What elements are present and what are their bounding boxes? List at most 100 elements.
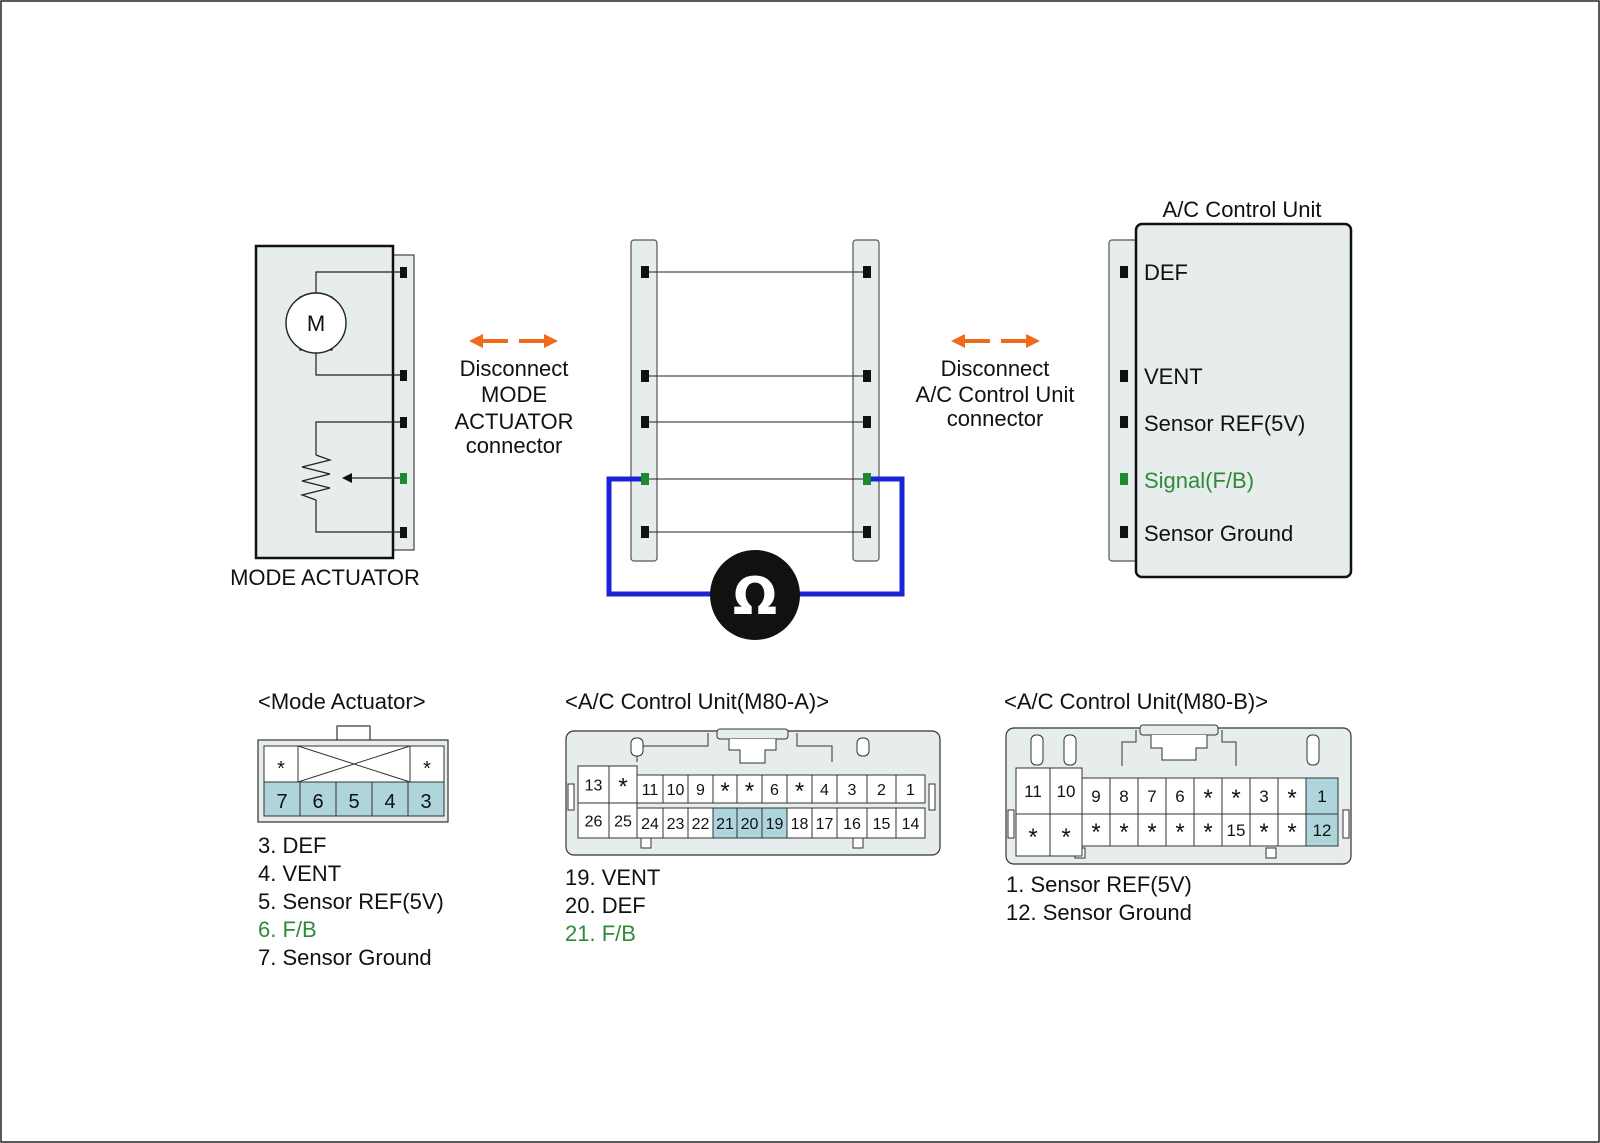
- pin-label: *: [745, 778, 754, 805]
- legend-item: 21. F/B: [565, 921, 636, 946]
- legend-item: 6. F/B: [258, 917, 317, 942]
- pin-cell: [895, 774, 926, 804]
- ac-control-unit-title: A/C Control Unit: [1163, 197, 1322, 222]
- pin-label: *: [1287, 819, 1296, 846]
- pin-cell: [1193, 813, 1223, 847]
- pin-label: 3: [1259, 787, 1268, 806]
- pin-label: *: [1287, 785, 1296, 812]
- m80b-legend: 1. Sensor REF(5V) 12. Sensor Ground: [1006, 871, 1192, 927]
- pin-label: 24: [641, 816, 659, 833]
- legend-item: 3. DEF: [258, 833, 327, 858]
- pin-label: *: [1061, 824, 1070, 851]
- pin-label: 17: [816, 816, 834, 833]
- ohm-symbol: Ω: [733, 567, 777, 627]
- legend-item: 12. Sensor Ground: [1006, 900, 1192, 925]
- pin-cell: [636, 807, 664, 839]
- motor-symbol: M: [285, 271, 400, 376]
- pin-label: 15: [873, 816, 891, 833]
- disconnect-arrows-right: [951, 334, 1040, 348]
- pin-cell: [1165, 813, 1195, 847]
- pin-cell: [895, 807, 926, 839]
- pin-label: 12: [1313, 821, 1332, 840]
- pin-top-4: *: [423, 758, 431, 780]
- ohmmeter: Ω: [606, 476, 905, 640]
- pin-cell: [1193, 777, 1223, 815]
- pin-label: 3: [848, 782, 857, 799]
- pin-cell: [1049, 767, 1083, 815]
- m80b-connector-title: <A/C Control Unit(M80-B)>: [1004, 689, 1268, 714]
- ac-control-unit: A/C Control Unit DEF VENT Sensor REF(5V)…: [1108, 197, 1353, 579]
- pin-4: 4: [384, 791, 395, 813]
- disconnect-left-line-3: ACTUATOR: [455, 409, 574, 434]
- pin-label: 20: [741, 816, 759, 833]
- pin-cell: [736, 774, 763, 804]
- pin-label: *: [1119, 819, 1128, 846]
- disconnect-left-line-1: Disconnect: [460, 356, 569, 381]
- legend-item: 19. VENT: [565, 865, 661, 890]
- pin-cell: [811, 774, 838, 804]
- pin-cell: [608, 765, 638, 804]
- pin-label: *: [1259, 819, 1268, 846]
- pin-cell: [1221, 813, 1251, 847]
- pin-cell: [1249, 777, 1279, 815]
- pin-label: *: [1203, 785, 1212, 812]
- pin-cell: [1305, 777, 1339, 815]
- pin-top-0: *: [277, 758, 285, 780]
- pin-label: 14: [902, 816, 920, 833]
- mode-actuator: M MODE ACTUATOR: [230, 244, 420, 590]
- pin-label: 1: [1317, 787, 1326, 806]
- pin-cell: [608, 802, 638, 839]
- pin-cell: [1109, 813, 1139, 847]
- pin-cell: [1221, 777, 1251, 815]
- m80a-connector-title: <A/C Control Unit(M80-A)>: [565, 689, 829, 714]
- m80a-legend: 19. VENT 20. DEF 21. F/B: [565, 864, 660, 948]
- motor-label: M: [307, 311, 325, 336]
- pin-label: 13: [585, 778, 603, 795]
- pin-cell: [662, 774, 689, 804]
- terminal-def-label: DEF: [1144, 260, 1188, 285]
- legend-item: 4. VENT: [258, 861, 342, 886]
- pin-3: 3: [420, 791, 431, 813]
- pin-cell: [577, 802, 610, 839]
- pin-label: *: [1175, 819, 1184, 846]
- pin-label: 10: [1057, 782, 1076, 801]
- pin-cell: [1109, 777, 1139, 815]
- pin-cell: [866, 774, 897, 804]
- pin-label: 22: [692, 816, 710, 833]
- legend-item: 20. DEF: [565, 893, 646, 918]
- pin-label: 4: [820, 782, 829, 799]
- pin-5: 5: [348, 791, 359, 813]
- pin-cell: [761, 774, 788, 804]
- disconnect-left-line-2: MODE: [481, 382, 547, 407]
- terminal-signal-label: Signal(F/B): [1144, 468, 1254, 493]
- pin-label: 21: [716, 816, 734, 833]
- pin-cell: [1165, 777, 1195, 815]
- pin-label: 16: [843, 816, 861, 833]
- disconnect-arrows-left: [469, 334, 558, 348]
- pin-label: *: [1203, 819, 1212, 846]
- pin-label: *: [720, 778, 729, 805]
- pin-label: *: [1091, 819, 1100, 846]
- terminal-sensor-ref-label: Sensor REF(5V): [1144, 411, 1305, 436]
- pin-7: 7: [276, 791, 287, 813]
- pin-cell: [712, 774, 738, 804]
- disconnect-right-line-3: connector: [947, 406, 1044, 431]
- mode-actuator-connector: * * 7 6 5 4 3: [257, 725, 449, 823]
- legend-item: 7. Sensor Ground: [258, 945, 432, 970]
- pin-label: 11: [1024, 782, 1042, 801]
- pin-label: 2: [877, 782, 886, 799]
- pin-label: 9: [696, 782, 705, 799]
- pin-label: 7: [1147, 787, 1156, 806]
- pin-label: 25: [614, 814, 632, 831]
- pin-cell: [1305, 813, 1339, 847]
- pin-label: *: [618, 774, 627, 801]
- pin-label: *: [1028, 824, 1037, 851]
- pin-label: 26: [585, 814, 603, 831]
- pin-cell: [866, 807, 897, 839]
- pin-label: 10: [667, 782, 685, 799]
